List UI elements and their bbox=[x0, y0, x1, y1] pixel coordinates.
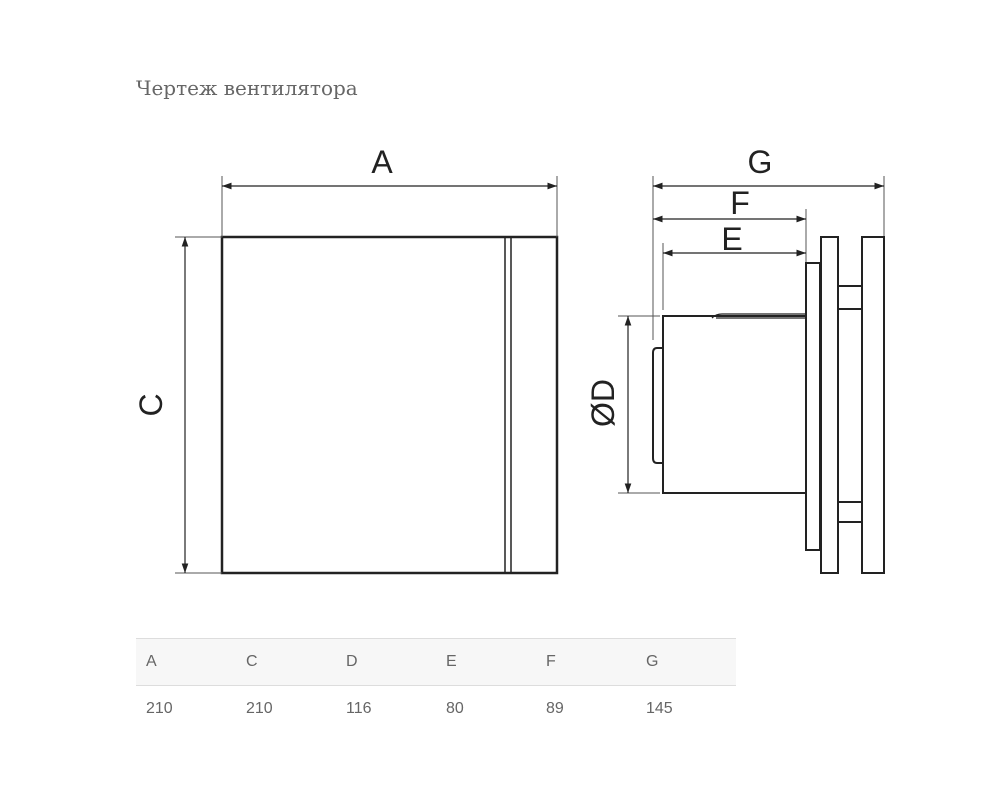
label-f: F bbox=[730, 185, 750, 221]
header-cell: D bbox=[336, 638, 436, 686]
value-cell: 145 bbox=[646, 700, 673, 717]
value-cell: 89 bbox=[546, 700, 564, 717]
label-g: G bbox=[748, 144, 773, 180]
label-c: C bbox=[133, 393, 169, 416]
front-view bbox=[220, 235, 559, 575]
header-cell: G bbox=[636, 638, 736, 686]
fan-drawing: A G F E C ØD bbox=[133, 144, 885, 575]
label-a: A bbox=[371, 144, 393, 180]
label-e: E bbox=[721, 221, 742, 257]
side-view bbox=[652, 236, 885, 574]
header-cell: C bbox=[236, 638, 336, 686]
page-title: Чертеж вентилятора bbox=[136, 76, 358, 100]
table-row: 210 210 116 80 89 145 bbox=[136, 686, 736, 733]
header-cell: A bbox=[136, 638, 236, 686]
value-cell: 116 bbox=[346, 700, 372, 717]
header-cell: E bbox=[436, 638, 536, 686]
value-cell: 210 bbox=[146, 700, 173, 717]
header-cell: F bbox=[536, 638, 636, 686]
value-cell: 210 bbox=[246, 700, 273, 717]
label-d: ØD bbox=[585, 379, 621, 427]
value-cell: 80 bbox=[446, 700, 464, 717]
